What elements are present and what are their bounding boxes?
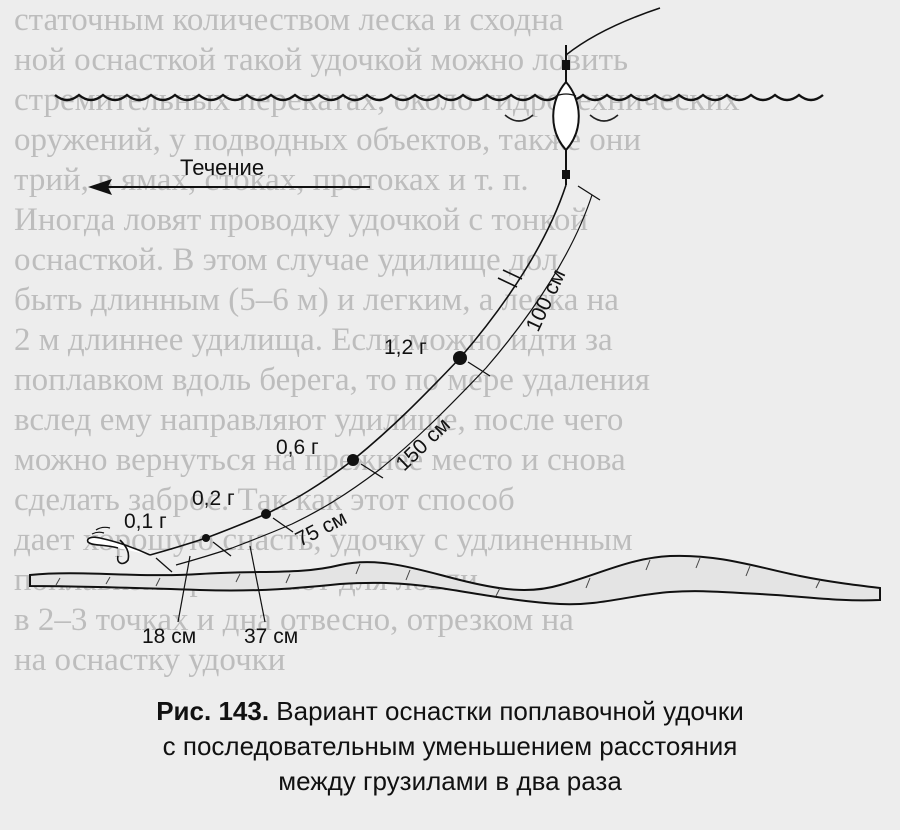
background-text-line: быть длинным (5–6 м) и легким, а леска н…: [14, 282, 619, 318]
river-bottom: [29, 554, 881, 606]
fishing-rig-diagram: Течение 100 см 150 см 75 см 18 см 37 см …: [29, 7, 881, 648]
float-icon: [552, 45, 580, 185]
weight-label-0-6g: 0,6 г: [276, 436, 319, 459]
float-ripple-left: [504, 114, 534, 122]
figure-number: Рис. 143.: [156, 696, 270, 726]
weight-label-0-2g: 0,2 г: [192, 487, 235, 510]
float-ripple-right: [589, 114, 619, 122]
background-text-line: на оснастку удочки: [14, 642, 286, 678]
sinker-0-6g: [347, 454, 359, 466]
weight-label-1-2g: 1,2 г: [384, 336, 427, 359]
length-label-37: 37 см: [244, 625, 298, 648]
background-text-line: дает хорошую снасть, удочку с удлиненным: [14, 522, 633, 558]
background-text-line: Иногда ловят проводку удочкой с тонкой: [14, 202, 588, 238]
background-text-line: трий, в ямах, стоках, протоках и т. п.: [14, 162, 529, 198]
caption-line-3: между грузилами в два раза: [278, 766, 622, 796]
background-text-line: в 2–3 точках и дна отвесно, отрезком на: [14, 602, 574, 638]
background-text-line: 2 м длиннее удилища. Если можно идти за: [14, 322, 613, 358]
sinker-1-2g: [453, 351, 467, 365]
weight-label-0-1g: 0,1 г: [124, 510, 167, 533]
dimension-ticks: [155, 185, 601, 573]
background-text-line: можно вернуться на прежнее место и снова: [14, 442, 626, 478]
river-bottom-hatching: [55, 557, 821, 597]
caption-line-1: Рис. 143. Вариант оснастки поплавочной у…: [0, 694, 900, 729]
background-text-line: вслед ему направляют удилище, после чего: [14, 402, 624, 438]
dimension-line: [175, 194, 593, 566]
length-label-150: 150 см: [391, 413, 454, 475]
current-arrow: [88, 179, 370, 195]
caption-text-1: Вариант оснастки поплавочной удочки: [276, 696, 744, 726]
hook-bait-icon: [86, 526, 151, 565]
current-label: Течение: [180, 155, 264, 180]
water-surface: [54, 93, 824, 102]
line-to-rod: [565, 7, 661, 56]
background-text-line: ной оснасткой такой удочкой можно ловить: [14, 42, 629, 78]
figure-caption: Рис. 143. Вариант оснастки поплавочной у…: [0, 690, 900, 805]
caption-line-2: с последовательным уменьшением расстояни…: [162, 731, 738, 761]
line-break-mark: [497, 269, 523, 288]
background-text-line: оружений, у подводных объектов, также он…: [14, 122, 642, 158]
background-text-line: поплавком вдоль берега, то по мере удале…: [14, 362, 650, 398]
sinker-0-1g: [202, 534, 210, 542]
background-text-line: оснасткой. В этом случае удилище дол: [14, 242, 559, 278]
length-label-75: 75 см: [292, 506, 351, 551]
label-leaders: [177, 545, 266, 623]
background-text-line: статочным количеством леска и сходна: [14, 2, 564, 38]
length-label-18: 18 см: [142, 625, 196, 648]
sinker-0-2g: [261, 509, 271, 519]
length-label-100: 100 см: [522, 266, 571, 335]
